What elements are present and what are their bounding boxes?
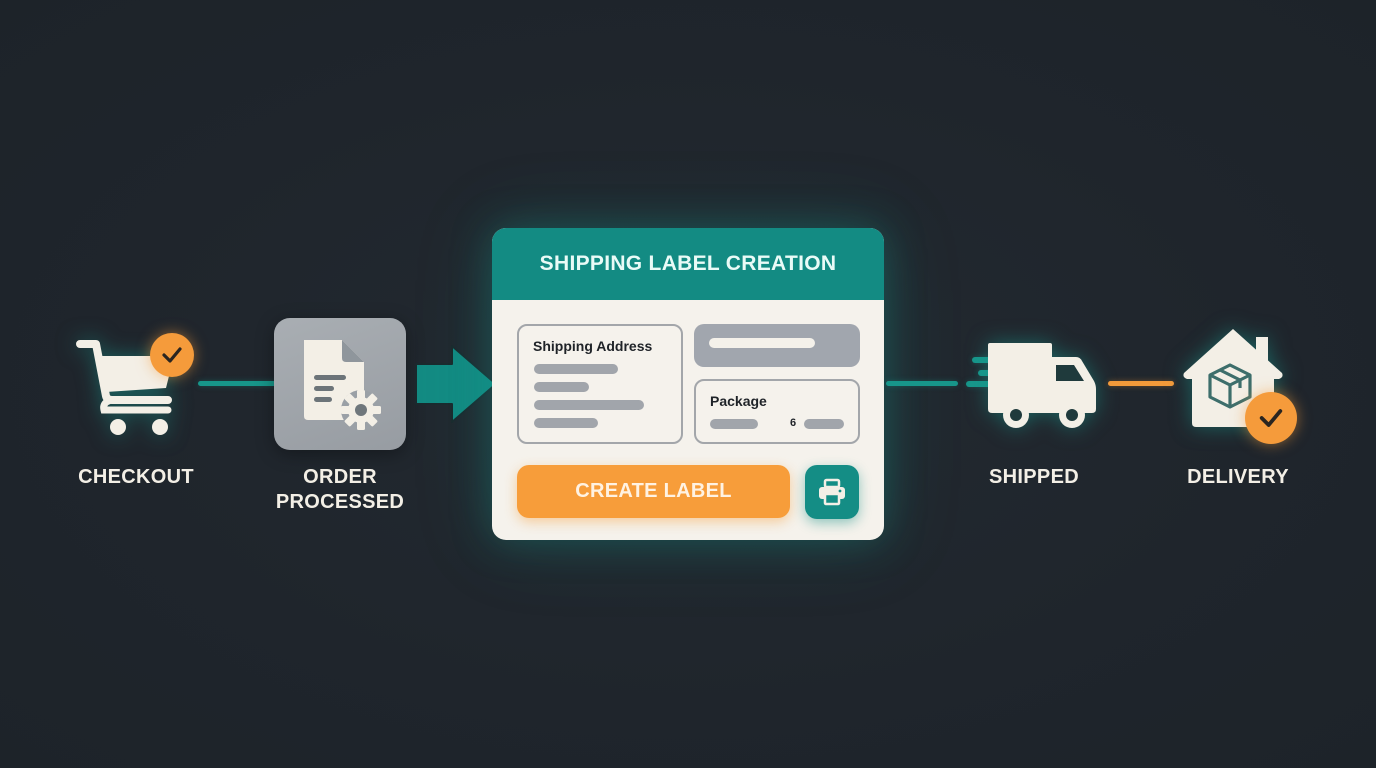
shipped-label: SHIPPED [989, 466, 1079, 488]
delivery-truck-icon [988, 343, 1096, 428]
order-processed-tile [274, 318, 406, 450]
connector-shipped-delivery [1108, 381, 1174, 386]
modal-header: SHIPPING LABEL CREATION [492, 228, 884, 300]
package-title: Package [710, 393, 767, 409]
address-line-1 [534, 364, 618, 374]
package-value: 6 [790, 417, 797, 429]
address-line-4 [534, 418, 598, 428]
connector-checkout-order [198, 381, 276, 386]
create-label-button[interactable]: CREATE LABEL [517, 465, 790, 518]
step-delivery [1178, 325, 1308, 450]
step-checkout [70, 330, 210, 440]
check-icon [1259, 409, 1283, 427]
address-line-3 [534, 400, 644, 410]
print-button[interactable] [805, 465, 859, 519]
package-dimension-bar [710, 419, 758, 429]
order-processed-label-line2: PROCESSED [275, 491, 405, 513]
checkout-complete-badge [150, 333, 194, 377]
package-panel[interactable]: Package 6 [694, 379, 860, 444]
shipping-address-panel[interactable]: Shipping Address [517, 324, 683, 444]
address-line-2 [534, 382, 589, 392]
check-icon [162, 347, 182, 363]
modal-title: SHIPPING LABEL CREATION [539, 252, 837, 275]
package-weight-bar [804, 419, 844, 429]
field-placeholder-bar [709, 338, 815, 348]
delivery-complete-badge [1245, 392, 1297, 444]
step-shipped [960, 335, 1105, 435]
connector-label-shipped [886, 381, 958, 386]
order-processed-label: ORDER PROCESSED [260, 465, 420, 515]
delivery-label: DELIVERY [1187, 466, 1289, 488]
shipping-label-modal: SHIPPING LABEL CREATION Shipping Address… [492, 228, 884, 540]
arrow-right-icon [415, 345, 497, 423]
printer-icon [819, 478, 845, 506]
document-gear-icon [304, 340, 381, 430]
speed-line-3 [966, 381, 1006, 387]
checkout-label: CHECKOUT [78, 466, 194, 488]
shipping-address-title: Shipping Address [533, 338, 653, 354]
label-field-input[interactable] [694, 324, 860, 367]
order-processed-label-line1: ORDER [303, 466, 377, 488]
